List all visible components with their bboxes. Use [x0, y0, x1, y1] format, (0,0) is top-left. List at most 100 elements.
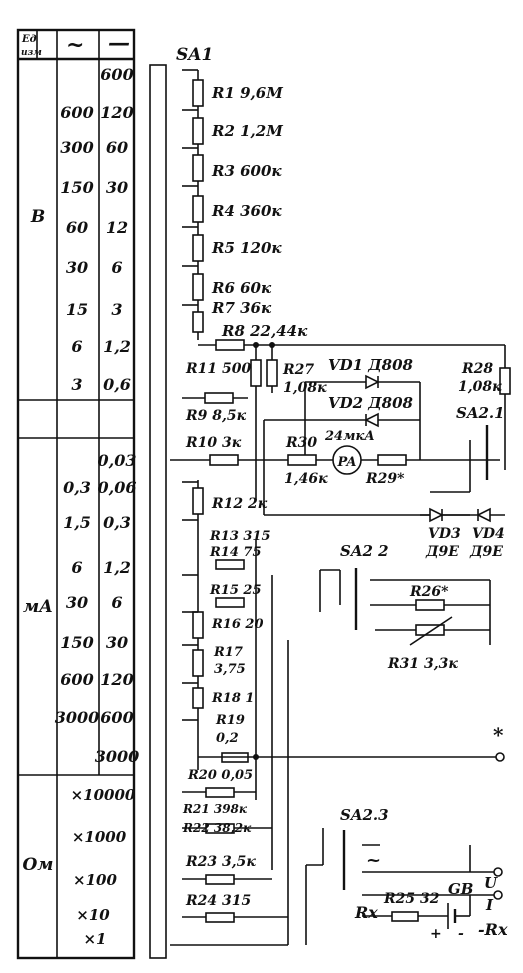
label-r23: R23 3,5к: [185, 854, 256, 870]
resistor-r27: [266, 359, 278, 387]
ac-header: ~: [66, 32, 84, 58]
terminal-u-label: U: [484, 874, 498, 892]
terminal-u-i[interactable]: [493, 867, 503, 877]
ohm-range: ×10000: [71, 786, 136, 804]
ohm-range: ×100: [73, 871, 117, 889]
dc-value: 0,6: [103, 375, 131, 394]
label-r8: R8 22,44к: [221, 322, 308, 340]
zener-pair: VD1 Д808 VD2 Д808: [304, 356, 421, 460]
dc-column: 600 120 60 30 12 6 3 1,2 0,6 0,03 0,06 0…: [95, 65, 140, 766]
rectifier-diodes: VD3 Д9Е VD4 Д9Е: [420, 507, 505, 560]
switch-sa2-1: SA2.1: [430, 404, 505, 493]
ac-value: 60: [66, 218, 88, 237]
ac-value: 600: [60, 103, 93, 122]
label-r11: R11 500: [185, 361, 251, 377]
output-terminals: U I -Rx: [478, 867, 508, 939]
label-r17-value: 3,75: [214, 662, 246, 677]
switch-sa2-3: SA2.3 ~: [305, 806, 495, 945]
dc-value: 60: [106, 138, 128, 157]
resistor-r6: [192, 273, 204, 301]
ac-value: 6: [71, 337, 82, 356]
dc-value: 3: [111, 300, 122, 319]
shunt-chain: R12 2к R13 315 R14 75 R15 25 R16 20 R17 …: [182, 480, 500, 945]
unit-header-line2: изм: [21, 48, 42, 58]
label-vd2: VD2 Д808: [328, 394, 414, 412]
dc-value: 12: [106, 218, 128, 237]
resistor-r21: [205, 787, 235, 798]
label-r27-name: R27: [282, 362, 314, 378]
diode-vd3: [429, 507, 444, 523]
ac-value: 6: [71, 558, 82, 577]
dc-value: 30: [106, 633, 128, 652]
battery-circuit: Rx R25 32 GB + -: [354, 880, 474, 942]
battery-plus: +: [430, 926, 442, 942]
label-r14: R14 75: [209, 545, 262, 560]
meter-pa: [332, 445, 362, 475]
meter-branch: R9 8,5к R10 3к R30 1,46к PA 24мкА R29*: [170, 392, 500, 516]
label-r15: R15 25: [209, 583, 262, 598]
resistor-r5: [192, 234, 204, 262]
label-r9: R9 8,5к: [185, 408, 247, 424]
dc-value: 120: [100, 670, 133, 689]
dc-value: 30: [106, 178, 128, 197]
range-table-text: Ед изм ~ — В мА Ом 600 300 150 60 30 15 …: [21, 30, 140, 948]
range-table-grid: [16, 28, 136, 960]
label-r26: R26*: [409, 584, 449, 600]
resistor-r23: [205, 874, 235, 885]
label-r13: R13 315: [209, 529, 271, 544]
sa1-wiper-bar: [149, 64, 167, 959]
volts-unit: В: [30, 207, 45, 227]
resistor-r7: [192, 311, 204, 333]
resistor-r16: [192, 611, 204, 639]
unit-header-line1: Ед: [21, 34, 37, 45]
label-r30-name: R30: [285, 435, 317, 451]
rx-label: Rx: [354, 903, 378, 922]
label-r12: R12 2к: [211, 496, 268, 512]
label-r1: R1 9,6М: [211, 84, 283, 102]
resistor-r8: [215, 339, 245, 351]
dc-value: 1,2: [103, 558, 131, 577]
ac-value: 0,3: [63, 478, 91, 497]
diode-vd2: [364, 412, 379, 428]
label-r20: R20 0,05: [187, 768, 253, 783]
dc-value: 600: [100, 65, 133, 84]
ac-column: 600 300 150 60 30 15 6 3 0,3 1,5 6 30 15…: [55, 103, 100, 727]
sa2-2-label: SA2 2: [340, 542, 389, 560]
resistor-r2: [192, 117, 204, 145]
label-r5: R5 120к: [211, 239, 282, 257]
dc-value: 3000: [95, 747, 140, 766]
ac-value: 600: [60, 670, 93, 689]
battery-label: GB: [448, 880, 474, 898]
ac-contact-label: ~: [366, 850, 381, 871]
ac-value: 1,5: [63, 513, 91, 532]
top-bus: R8 22,44к R11 500 R27 1,08к R28 1,08к: [185, 322, 511, 500]
dc-value: 1,2: [103, 337, 131, 356]
label-r3: R3 600к: [211, 162, 282, 180]
resistor-r26: [415, 599, 445, 611]
label-r18: R18 1: [211, 691, 254, 706]
meter-current: 24мкА: [324, 429, 375, 444]
label-r6: R6 60к: [211, 279, 272, 297]
ac-value: 300: [60, 138, 93, 157]
ohm-ranges: ×10000 ×1000 ×100 ×10 ×1: [71, 786, 136, 948]
terminal-common[interactable]: [493, 890, 503, 900]
sa2-3-label: SA2.3: [340, 806, 389, 824]
label-r19-value: 0,2: [216, 731, 239, 746]
dc-value: 0,03: [98, 451, 137, 470]
label-vd1: VD1 Д808: [328, 356, 414, 374]
resistor-r11: [250, 359, 262, 387]
label-r2: R2 1,2М: [211, 122, 283, 140]
terminal-star[interactable]: *: [493, 723, 505, 762]
label-r16: R16 20: [211, 617, 264, 632]
resistor-r10: [209, 454, 239, 466]
label-r28-name: R28: [461, 361, 493, 377]
ohms-unit: Ом: [23, 855, 54, 875]
dc-value: 0,06: [98, 478, 137, 497]
dc-value: 0,3: [103, 513, 131, 532]
label-r19-name: R19: [215, 713, 245, 728]
resistor-r29: [377, 454, 407, 466]
ohm-range: ×10: [76, 906, 110, 924]
ohmmeter-resistors: R21 398к R22 38,2к R23 3,5к R24 315: [170, 787, 288, 946]
label-r30-value: 1,46к: [284, 471, 328, 487]
